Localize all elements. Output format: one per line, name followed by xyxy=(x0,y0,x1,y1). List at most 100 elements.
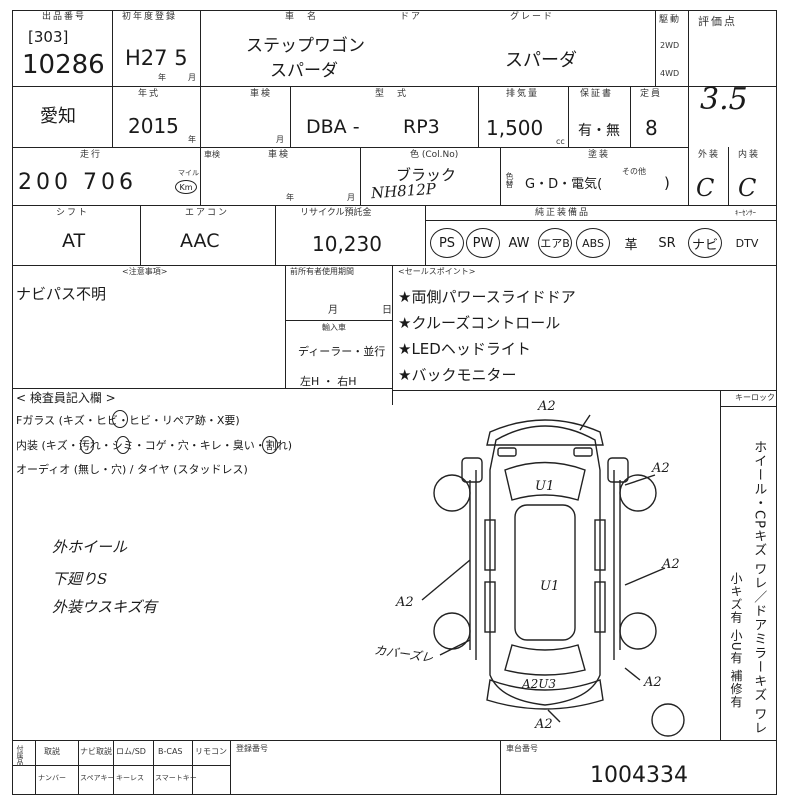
divider xyxy=(720,406,777,407)
model-year: 2015 xyxy=(128,114,179,138)
caution-label: <注意事項> xyxy=(122,267,168,276)
divider xyxy=(275,205,276,265)
recycle-fee: 10,230 xyxy=(312,232,382,256)
damage-mark-roof: U1 xyxy=(535,479,555,494)
inspector-audio: オーディオ (無し・穴) / タイヤ (スタッドレス) xyxy=(16,463,248,476)
ac-label: エアコン xyxy=(185,208,230,218)
ac: AAC xyxy=(180,230,220,252)
paint-options: G・D・電気( xyxy=(525,177,603,192)
footer-item: スペアキー xyxy=(80,774,115,782)
sales-point: ★バックモニター xyxy=(398,366,517,384)
color-name: ブラック xyxy=(396,166,457,184)
divider xyxy=(655,10,656,86)
mileage-unit-alt: マイル xyxy=(178,169,199,177)
divider xyxy=(113,740,114,795)
divider xyxy=(192,740,193,795)
recycle-label: 保証書 xyxy=(580,89,614,99)
equipment-5: ABS xyxy=(576,228,610,258)
divider xyxy=(478,86,479,147)
damage-mark-body: U1 xyxy=(540,579,560,594)
footer-item: 取説 xyxy=(44,747,60,756)
divider xyxy=(35,740,36,795)
region: 愛知 xyxy=(40,106,76,127)
right-note-main: ホイール・CPキズ ワレ／ドアミラーキズ ワレ xyxy=(751,440,767,736)
score-label: 評価点 xyxy=(698,15,737,28)
car-name-label: 車 名 xyxy=(285,12,319,22)
handwritten-note: 外ホイール xyxy=(52,538,128,556)
exterior-label: 外装 xyxy=(698,150,721,160)
shaken-year-label: 車検 xyxy=(268,150,291,160)
lot-number: 10286 xyxy=(22,50,105,80)
drive-4wd: 4WD xyxy=(660,69,680,78)
equipment-8: ナビ xyxy=(688,228,722,258)
divider xyxy=(200,147,201,205)
divider xyxy=(12,86,777,87)
mileage-unit: Km xyxy=(175,180,197,194)
type-label: 型 式 xyxy=(375,89,409,99)
damage-mark-rear-right: A2 xyxy=(644,675,662,690)
model-year-label: 年式 xyxy=(138,89,161,99)
year-suffix: 年 xyxy=(188,135,196,144)
grade-value: スパーダ xyxy=(505,50,577,71)
divider xyxy=(78,740,79,795)
mileage: 200 706 xyxy=(18,170,137,195)
displacement-label: 排気量 xyxy=(506,89,540,99)
interior-label: 内装 xyxy=(738,150,761,160)
divider xyxy=(425,220,777,221)
equipment-3: AW xyxy=(508,235,530,251)
sales-label: <セールスポイント> xyxy=(398,267,476,276)
import-dealer: ディーラー・並行 xyxy=(298,345,386,358)
interior-value: C xyxy=(738,174,757,202)
recycle-fee-label: リサイクル預託金 xyxy=(300,208,372,218)
footer-item: B-CAS xyxy=(158,747,183,756)
footer-item: スマートキー xyxy=(155,774,197,782)
divider xyxy=(728,147,729,205)
divider xyxy=(112,10,113,147)
equipment-4: エアB xyxy=(538,228,572,258)
first-reg-value: H27 5 xyxy=(125,46,188,70)
door-label: ドア xyxy=(400,12,423,22)
divider xyxy=(140,205,141,265)
damage-mark-right: A2 xyxy=(662,557,680,572)
year-suffix: 年 xyxy=(286,193,294,202)
capacity-label: 定員 xyxy=(640,89,663,99)
divider xyxy=(285,320,392,321)
type-code: RP3 xyxy=(403,116,440,138)
grade-label: グレード xyxy=(510,12,555,22)
equipment-1: PS xyxy=(430,228,464,258)
equipment-extra-label: ｷｰｾﾝｻｰ xyxy=(735,209,756,217)
divider xyxy=(230,740,231,795)
handwritten-circle xyxy=(112,410,128,428)
equipment-6: 革 xyxy=(624,237,638,253)
shaken-month-label: 月 xyxy=(347,193,355,202)
car-name-line1: ステップワゴン xyxy=(246,36,365,56)
divider xyxy=(12,765,230,766)
drive-label: 駆動 xyxy=(659,15,682,25)
divider xyxy=(392,265,393,405)
handwritten-note: 下廻りS xyxy=(52,570,108,588)
handwritten-circle xyxy=(80,436,94,454)
handwritten-note: 外装ウスキズ有 xyxy=(52,598,158,616)
divider xyxy=(360,147,361,205)
year-suffix: 年 xyxy=(158,73,166,82)
handwritten-circle xyxy=(116,436,130,454)
paint-other: その他 xyxy=(622,167,646,176)
history-month: 月 xyxy=(328,305,338,316)
paint-close: ) xyxy=(664,174,670,192)
right-note-sub: 小キズ有 小U有 補修有 xyxy=(729,572,743,709)
month-suffix: 月 xyxy=(188,73,196,82)
footer-item: ナンバー xyxy=(38,774,66,782)
divider xyxy=(630,86,631,147)
divider xyxy=(392,390,777,391)
footer-side-label: 付属品 xyxy=(16,745,24,766)
divider xyxy=(12,265,777,266)
sales-point: ★クルーズコントロール xyxy=(398,314,561,332)
damage-mark-left: A2 xyxy=(396,595,414,610)
displacement: 1,500 xyxy=(486,116,544,140)
divider xyxy=(12,147,688,148)
import-label: 輸入車 xyxy=(322,323,346,332)
displacement-unit: cc xyxy=(556,137,565,146)
history-label: 前所有者使用期間 xyxy=(290,267,354,276)
sheet-border xyxy=(12,10,777,795)
mileage-label: 走行 xyxy=(80,150,103,160)
